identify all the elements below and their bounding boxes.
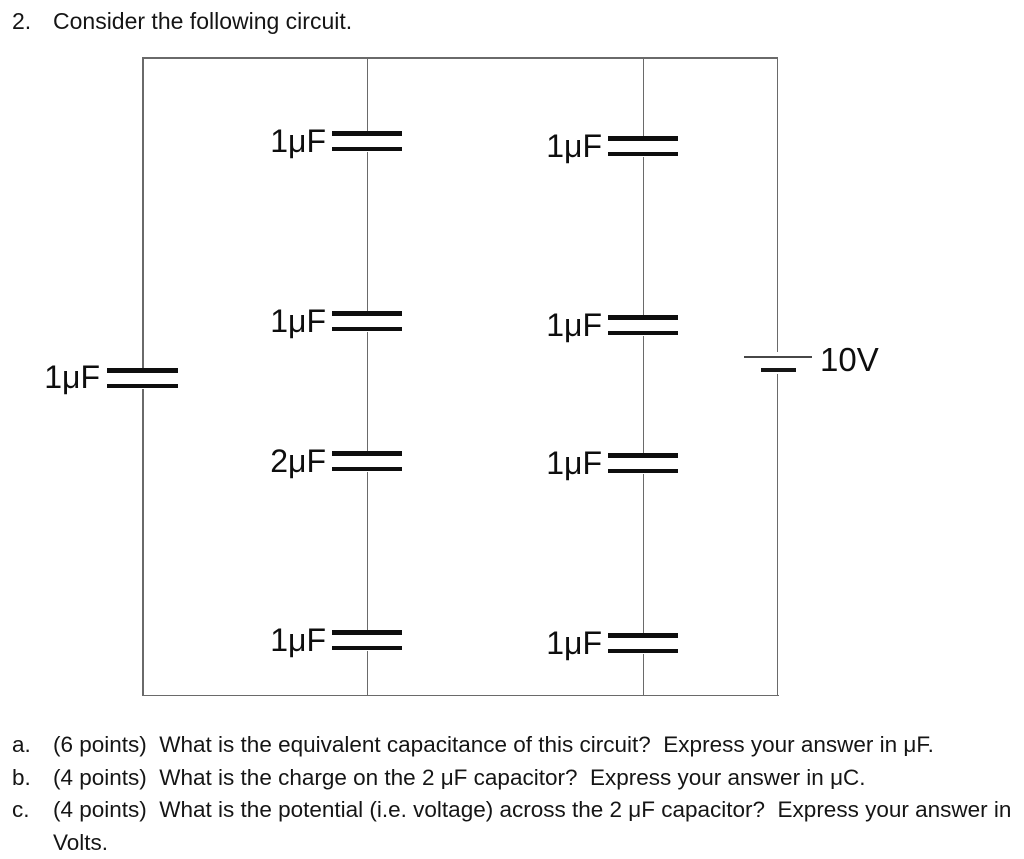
capacitor-b2-4 (608, 633, 678, 654)
capacitor-b1-1 (332, 131, 402, 152)
capacitor-plate (332, 451, 402, 456)
wire-bottom-rail (142, 694, 779, 697)
capacitor-plate (608, 330, 678, 336)
capacitor-b2-2-label: 1μF (546, 307, 602, 343)
capacitor-plate (107, 368, 178, 373)
question-c-text: (4 points) What is the potential (i.e. v… (53, 797, 1012, 855)
capacitor-b2-3-label: 1μF (546, 445, 602, 481)
capacitor-plate (332, 131, 402, 136)
circuit-diagram: 1μF 1μF 1μF 2μF 1μF 1μF 1μF 1μF 1μF (44, 57, 879, 697)
capacitor-b1-2-label: 1μF (270, 303, 326, 339)
capacitor-plate (608, 633, 678, 638)
capacitor-plate (608, 453, 678, 458)
capacitor-plate (332, 146, 402, 152)
capacitor-plate (107, 383, 178, 389)
capacitor-plate (608, 468, 678, 474)
wire-branch2 (642, 57, 645, 695)
battery-plate-short (761, 368, 796, 372)
capacitor-b2-1-label: 1μF (546, 128, 602, 164)
capacitor-b1-2 (332, 311, 402, 332)
capacitor-plate (332, 326, 402, 332)
question-b-text: (4 points) What is the charge on the 2 μ… (53, 764, 866, 790)
capacitor-b1-4-label: 1μF (270, 622, 326, 658)
wire-top-rail (142, 57, 778, 59)
capacitor-plate (332, 311, 402, 316)
wire-right-edge (776, 57, 779, 696)
capacitor-plate (608, 151, 678, 157)
capacitor-b2-2 (608, 315, 678, 336)
capacitor-plate (608, 136, 678, 141)
wire-branch1 (366, 57, 369, 695)
battery-plate-long (744, 356, 812, 358)
capacitor-plate (332, 466, 402, 472)
question-a-text: (6 points) What is the equivalent capaci… (53, 732, 934, 757)
capacitor-b2-1 (608, 136, 678, 157)
capacitor-b2-4-label: 1μF (546, 625, 602, 661)
capacitor-plate (608, 315, 678, 320)
capacitor-left (107, 368, 178, 389)
capacitor-left-label: 1μF (44, 359, 100, 395)
question-a-letter: a. (12, 732, 31, 757)
capacitor-plate (332, 630, 402, 635)
capacitor-b1-4 (332, 630, 402, 651)
question-c-letter: c. (12, 797, 30, 822)
capacitor-b1-3-label: 2μF (270, 443, 326, 479)
battery-label: 10V (820, 341, 879, 378)
capacitor-b2-3 (608, 453, 678, 474)
capacitor-plate (608, 648, 678, 654)
problem-title: Consider the following circuit. (53, 8, 353, 34)
problem-number: 2. (12, 8, 32, 34)
capacitor-b1-3 (332, 451, 402, 472)
capacitor-plate (332, 645, 402, 651)
capacitor-b1-1-label: 1μF (270, 123, 326, 159)
question-b-letter: b. (12, 764, 31, 790)
